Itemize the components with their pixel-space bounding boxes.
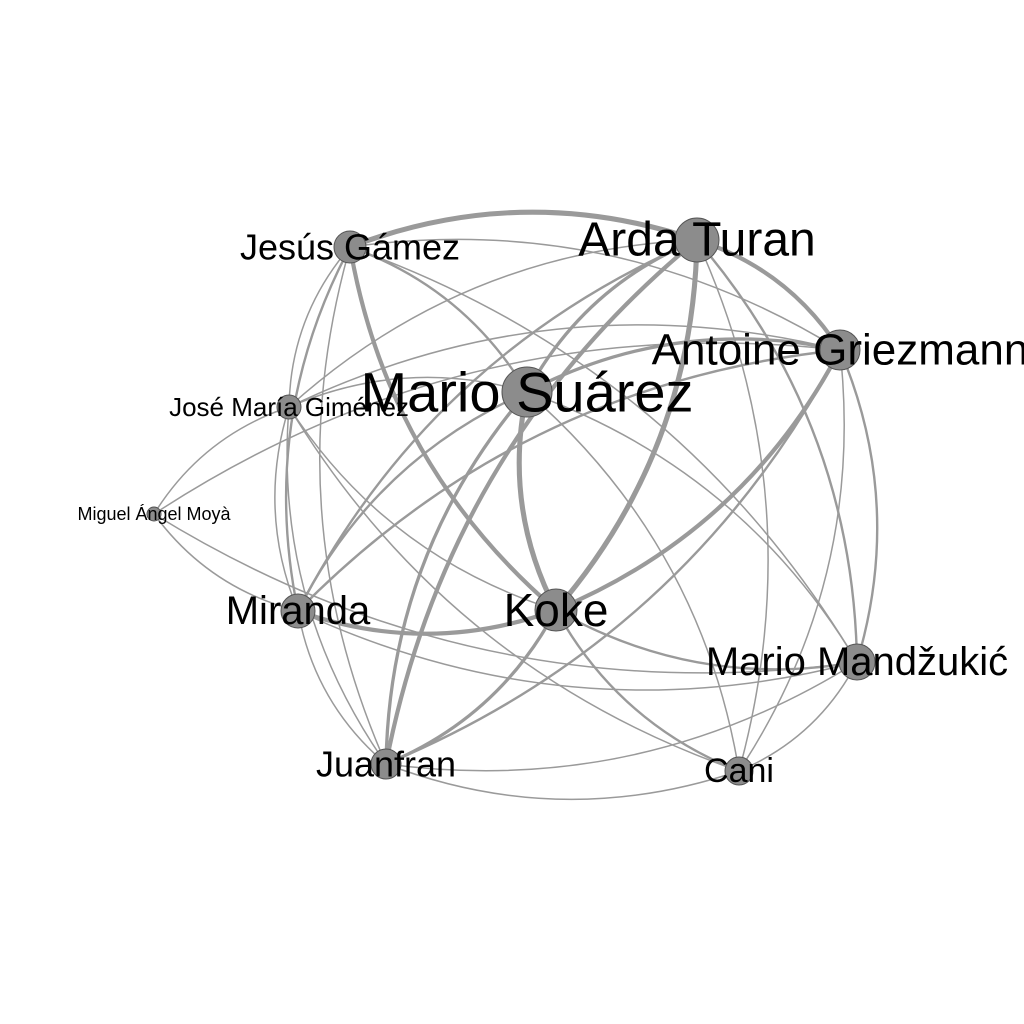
edge-jesus-juanfran <box>319 246 387 765</box>
edge-koke-miranda <box>295 607 559 636</box>
edge-juanfran-mandzukic <box>385 661 858 772</box>
edge-moya-mandzukic <box>153 513 858 674</box>
edge-suarez-gimenez <box>288 376 528 408</box>
node-suarez <box>501 366 553 418</box>
node-gimenez <box>276 394 302 420</box>
edge-koke-cani <box>554 608 741 773</box>
node-arda <box>674 217 720 263</box>
edge-koke-juanfran <box>384 608 558 766</box>
node-label-gimenez: José María Giménez <box>169 392 409 422</box>
edge-griezmann-cani <box>738 349 845 772</box>
node-griezmann <box>819 329 861 371</box>
node-koke <box>534 588 578 632</box>
edge-arda-cani <box>696 239 769 772</box>
edge-griezmann-miranda <box>296 348 842 613</box>
edge-arda-griezmann <box>694 237 843 353</box>
edge-suarez-koke <box>516 389 559 613</box>
edge-suarez-mandzukic <box>526 391 858 663</box>
node-mandzukic <box>838 643 876 681</box>
node-label-koke: Koke <box>504 584 609 636</box>
edge-griezmann-juanfran <box>384 348 842 766</box>
edge-jesus-arda <box>347 209 700 250</box>
node-label-miranda: Miranda <box>226 589 371 633</box>
edge-arda-miranda <box>296 238 699 613</box>
edge-juanfran-cani <box>385 763 740 801</box>
node-label-cani: Cani <box>704 752 774 790</box>
edge-miranda-moya <box>153 513 299 612</box>
node-label-jesus: Jesús Gámez <box>240 227 460 268</box>
edge-suarez-cani <box>526 391 740 772</box>
edge-griezmann-mandzukic <box>838 348 879 664</box>
node-jesus <box>333 230 367 264</box>
edge-suarez-miranda <box>296 390 529 613</box>
edge-koke-gimenez <box>288 406 557 611</box>
edge-jesus-suarez <box>348 245 529 394</box>
edge-arda-gimenez <box>288 239 698 408</box>
node-label-moya: Miguel Ángel Moyà <box>77 504 231 524</box>
edge-jesus-koke <box>347 244 559 613</box>
edge-arda-juanfran <box>383 237 700 767</box>
edge-griezmann-suarez <box>525 337 842 394</box>
node-cani <box>724 756 754 786</box>
edge-miranda-mandzukic <box>297 610 858 691</box>
edge-moya-gimenez <box>153 406 290 515</box>
node-moya <box>146 506 162 522</box>
node-label-juanfran: Juanfran <box>316 744 456 785</box>
node-miranda <box>280 593 316 629</box>
edge-suarez-juanfran <box>384 390 529 766</box>
node-label-arda: Arda Turan <box>578 214 815 267</box>
edge-gimenez-cani <box>288 406 740 772</box>
node-label-mandzukic: Mario Mandžukić <box>706 640 1008 684</box>
edge-griezmann-gimenez <box>288 324 841 408</box>
edge-jesus-gimenez <box>288 246 351 408</box>
node-label-griezmann: Antoine Griezmann <box>652 326 1024 375</box>
edge-jesus-mandzukic <box>349 246 858 663</box>
edge-arda-koke <box>553 237 700 613</box>
edge-jesus-miranda <box>284 245 352 613</box>
edge-mandzukic-cani <box>738 661 858 772</box>
edge-arda-mandzukic <box>695 238 859 664</box>
edge-layer <box>153 209 879 801</box>
node-label-suarez: Mario Suárez <box>360 361 693 424</box>
edge-moya-griezmann <box>153 342 841 515</box>
node-layer <box>146 217 876 786</box>
edge-miranda-juanfran <box>297 610 387 765</box>
edge-jesus-griezmann <box>349 238 841 351</box>
edge-gimenez-juanfran <box>286 406 387 765</box>
node-juanfran <box>370 748 402 780</box>
edge-miranda-gimenez <box>274 406 299 612</box>
